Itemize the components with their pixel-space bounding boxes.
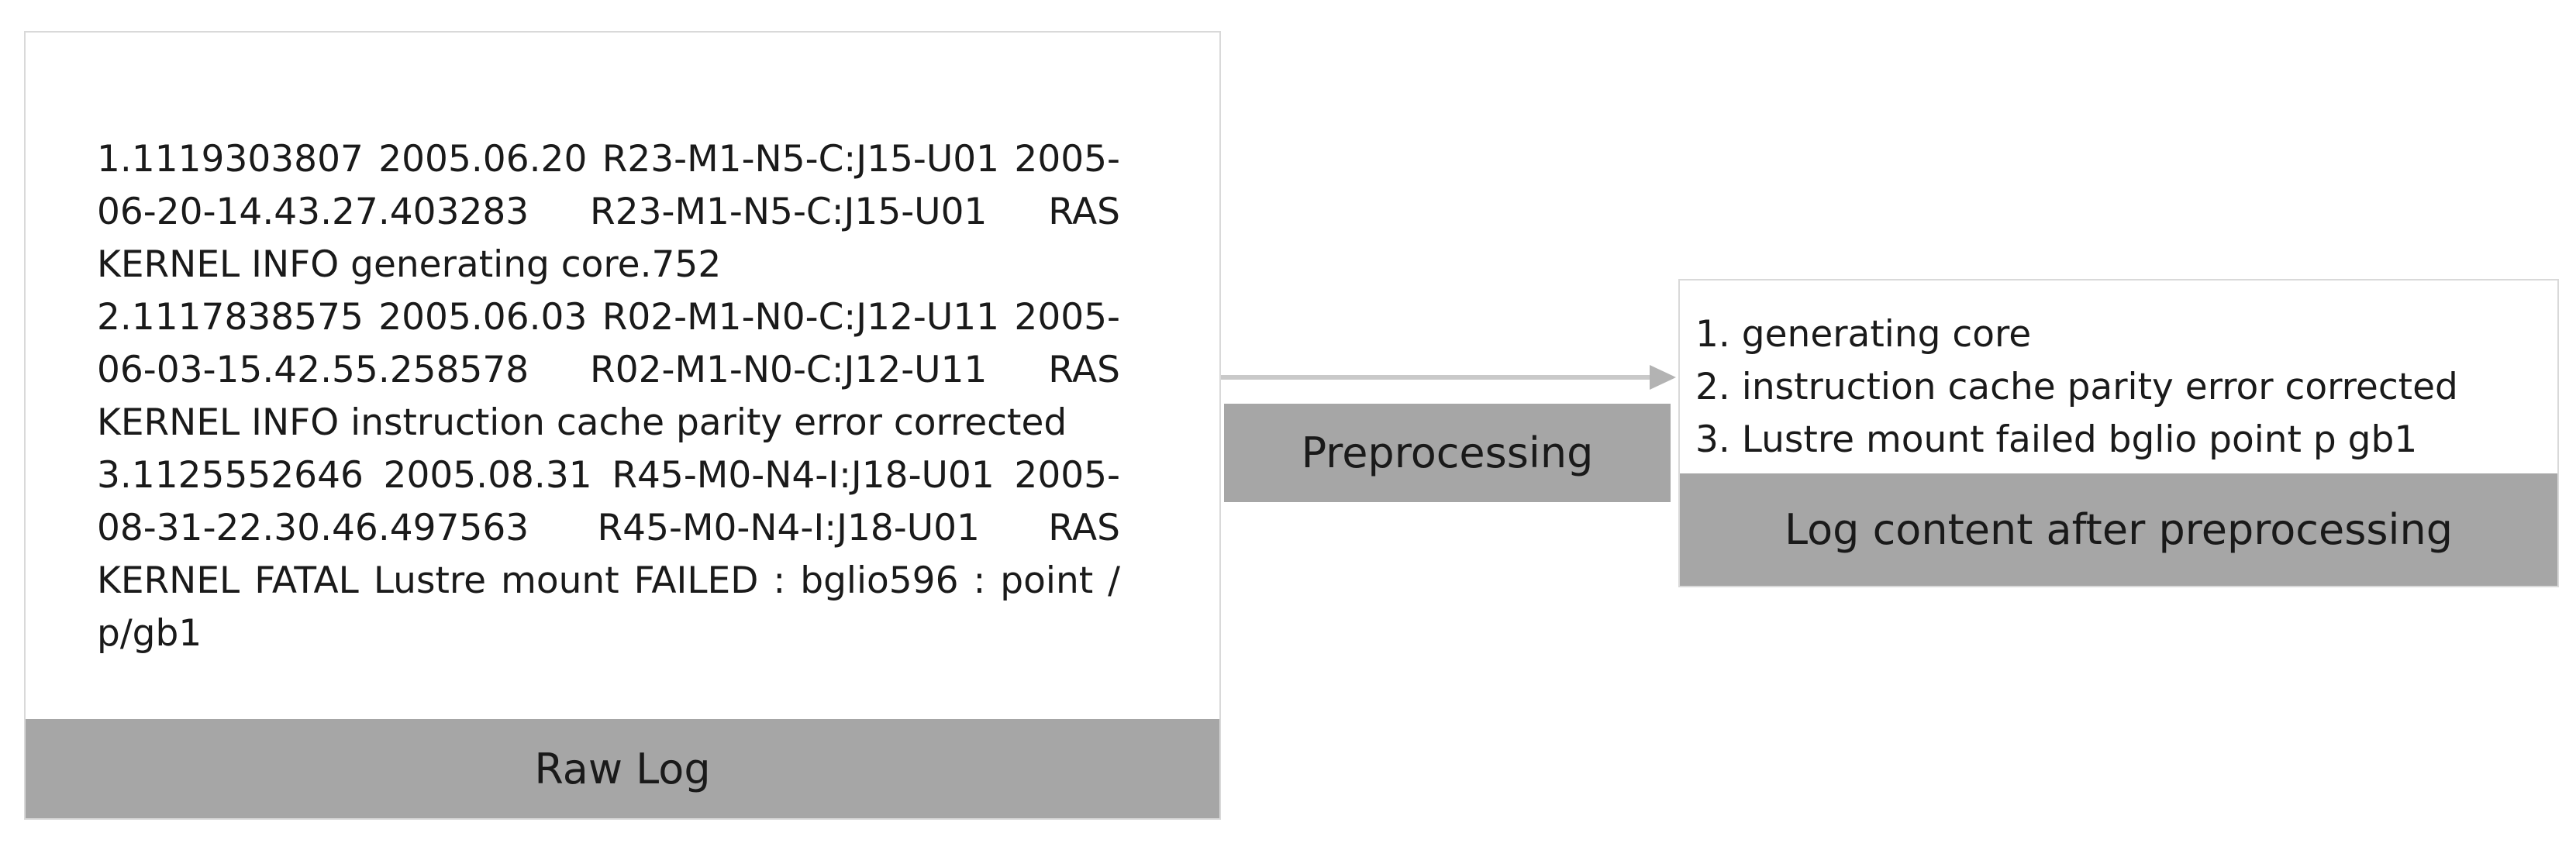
result-item: 2. instruction cache parity error correc…: [1695, 366, 2458, 408]
flow-arrow-head-icon: [1650, 365, 1676, 390]
raw-log-entry: 1.1119303807 2005.06.20 R23-M1-N5-C:J15-…: [97, 138, 1120, 286]
flow-arrow-line: [1221, 375, 1655, 380]
result-item: 1. generating core: [1695, 313, 2032, 356]
result-list: 1. generating core 2. instruction cache …: [1695, 308, 2458, 466]
result-panel: 1. generating core 2. instruction cache …: [1678, 279, 2559, 587]
result-label: Log content after preprocessing: [1680, 473, 2557, 586]
preprocessing-step: Preprocessing: [1224, 404, 1671, 502]
raw-log-label: Raw Log: [26, 719, 1219, 818]
raw-log-entry: 2.1117838575 2005.06.03 R02-M1-N0-C:J12-…: [97, 296, 1120, 444]
raw-log-panel: 1.1119303807 2005.06.20 R23-M1-N5-C:J15-…: [24, 31, 1221, 820]
result-item: 3. Lustre mount failed bglio point p gb1: [1695, 418, 2418, 461]
raw-log-entry: 3.1125552646 2005.08.31 R45-M0-N4-I:J18-…: [97, 454, 1120, 655]
raw-log-text: 1.1119303807 2005.06.20 R23-M1-N5-C:J15-…: [97, 133, 1120, 660]
